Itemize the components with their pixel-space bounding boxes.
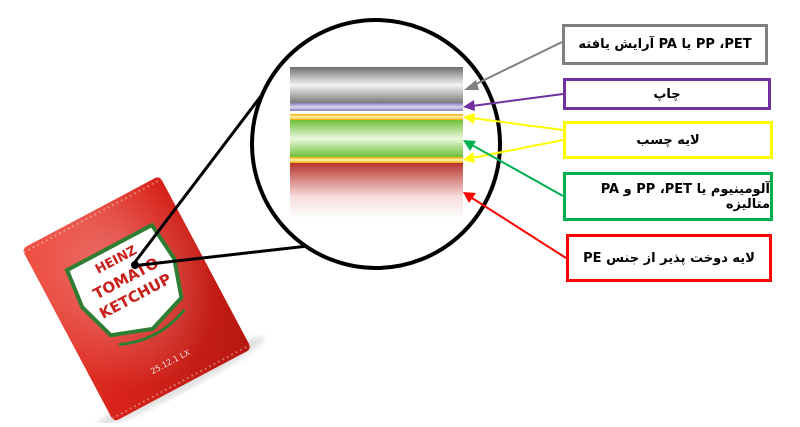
label-seal-layer: لایه دوخت پذیر از جنس PE [566,234,772,282]
zoom-point [131,261,139,269]
layer-adhesive-band-1 [290,114,463,120]
keystone-label [64,222,184,338]
layer-barrier-band [290,120,463,157]
label-barrier-layer: آلومینیوم یا PP ،PET و PA متالیزه [563,172,773,221]
label-print-layer: چاپ [563,78,771,110]
arrow-barrier [463,140,564,197]
layer-print-band [290,103,463,111]
ketchup-packet: HEINZ TOMATO KETCHUP 25.12.1 LX [23,177,265,427]
label-adhesive-layer: لایه چسب [563,121,773,159]
layer-seal-band [290,163,463,219]
pointer-arrows [463,41,567,259]
layer-adhesive-band-2 [290,157,463,163]
layer-outer-band [290,67,463,103]
arrow-adhesive-2 [463,139,564,163]
zoom-line-top [130,95,263,267]
arrow-seal [463,192,567,259]
layer-gap [290,111,463,114]
label-outer-layer: PP ،PET یا PA آرایش یافته [562,24,768,65]
laminate-layers [290,67,463,219]
arrow-adhesive-1 [463,113,564,131]
packet-seal-top [23,178,162,254]
arrow-outer [464,41,563,90]
zoom-line-bottom [131,244,309,268]
arrow-print [463,93,564,111]
keystone-underline [118,308,186,346]
